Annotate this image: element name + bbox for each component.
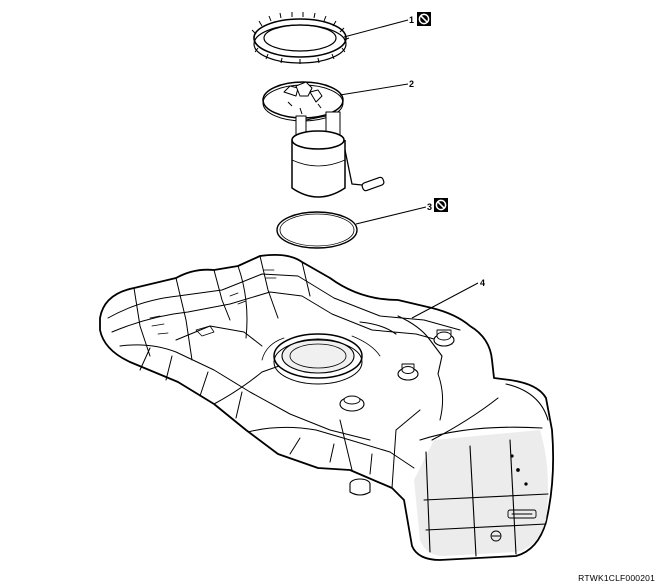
callout-number: 2 bbox=[409, 79, 414, 89]
prohibited-icon bbox=[434, 198, 448, 212]
fuel-tank-part bbox=[99, 253, 555, 561]
callout-4: 4 bbox=[411, 278, 485, 319]
prohibited-icon bbox=[417, 12, 431, 26]
callout-number: 1 bbox=[409, 15, 414, 25]
callout-1: 1 bbox=[343, 12, 431, 38]
callout-number: 3 bbox=[427, 202, 432, 212]
callout-3: 3 bbox=[355, 198, 448, 225]
gasket-part bbox=[276, 211, 358, 249]
vent-fittings bbox=[339, 329, 455, 412]
callout-number: 4 bbox=[480, 278, 485, 288]
diagram-code: RTWK1CLF000201 bbox=[578, 573, 655, 583]
pump-opening bbox=[261, 333, 381, 385]
lock-ring-part bbox=[251, 12, 350, 64]
fuel-pump-assembly-part bbox=[262, 81, 385, 198]
callout-2: 2 bbox=[339, 79, 414, 96]
drain-fitting bbox=[349, 478, 371, 496]
